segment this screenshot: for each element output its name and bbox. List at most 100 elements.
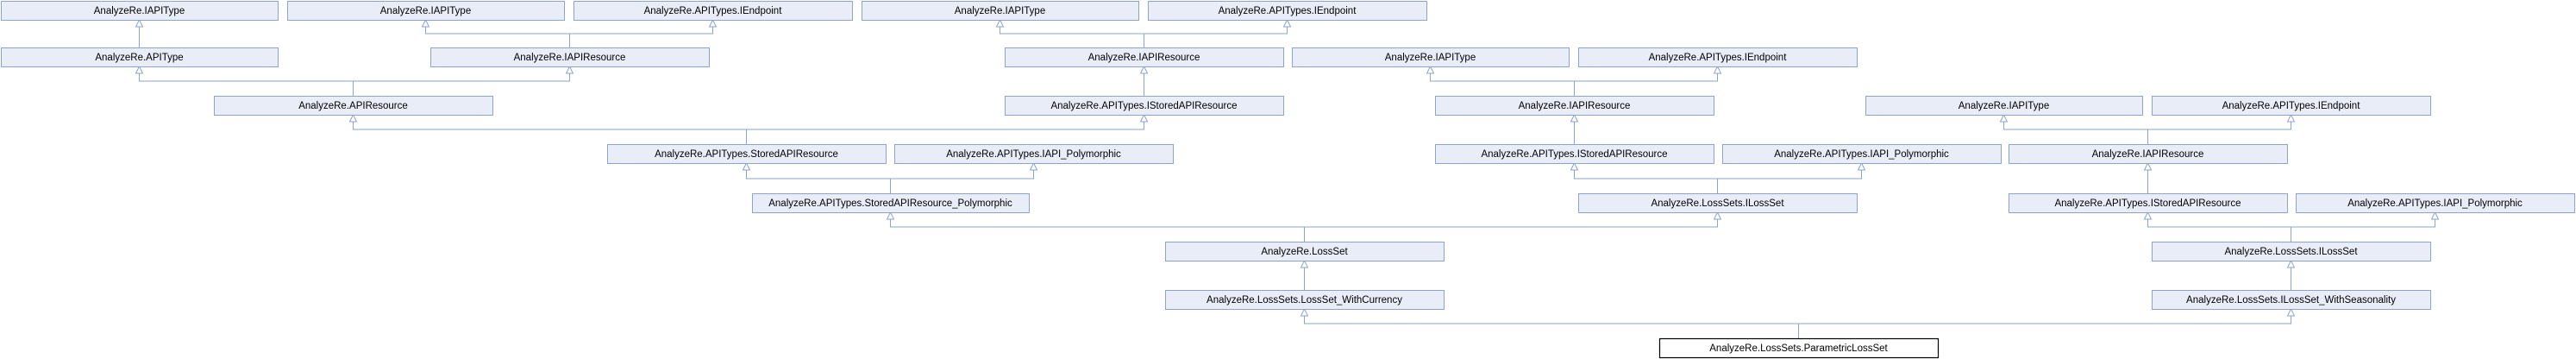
inheritance-arrowhead	[2143, 211, 2153, 220]
class-node[interactable]: AnalyzeRe.APITypes.IEndpoint	[2152, 96, 2431, 116]
class-node-label: AnalyzeRe.IAPIResource	[2092, 149, 2204, 160]
class-node[interactable]: AnalyzeRe.IAPIResource	[1435, 96, 1714, 116]
inheritance-edge	[2147, 219, 2291, 242]
class-node-box	[287, 1, 565, 21]
class-node[interactable]: AnalyzeRe.LossSets.ILossSet	[2152, 242, 2431, 261]
inheritance-edge	[1717, 170, 1862, 193]
inheritance-edge	[1144, 27, 1288, 47]
inheritance-arrowhead	[565, 65, 574, 74]
class-node-label: AnalyzeRe.LossSet	[1261, 247, 1348, 257]
class-node[interactable]: AnalyzeRe.LossSets.LossSet_WithCurrency	[1165, 290, 1445, 310]
class-node-label: AnalyzeRe.LossSets.ILossSet	[1651, 198, 1784, 209]
class-node-label: AnalyzeRe.IAPIType	[94, 6, 185, 16]
class-node[interactable]: AnalyzeRe.IAPIType	[1, 1, 279, 21]
class-node[interactable]: AnalyzeRe.APITypes.IEndpoint	[1578, 47, 1858, 67]
class-node[interactable]: AnalyzeRe.APITypes.IStoredAPIResource	[1005, 96, 1284, 116]
class-node-label: AnalyzeRe.IAPIType	[1385, 53, 1476, 63]
class-node[interactable]: AnalyzeRe.LossSets.ILossSet	[1578, 193, 1858, 213]
inheritance-arrowhead	[1713, 211, 1722, 220]
class-node-label: AnalyzeRe.APITypes.StoredAPIResource	[655, 149, 838, 160]
inheritance-edge	[1574, 73, 1718, 96]
inheritance-arrowhead	[1999, 113, 2009, 123]
inheritance-arrowhead	[2430, 211, 2440, 220]
class-node[interactable]: AnalyzeRe.APITypes.IEndpoint	[1148, 1, 1427, 21]
inheritance-edge	[353, 122, 747, 144]
inheritance-arrowhead	[1300, 259, 1309, 268]
inheritance-edge	[425, 27, 570, 47]
class-node-box	[1435, 144, 1714, 164]
class-node-box	[1435, 96, 1714, 116]
inheritance-edge	[746, 122, 1144, 144]
class-node[interactable]: AnalyzeRe.APITypes.StoredAPIResource	[607, 144, 887, 164]
class-node-box	[2152, 242, 2431, 261]
inheritance-edge	[1574, 170, 1718, 193]
class-node-box	[894, 144, 1174, 164]
class-node-box	[1578, 47, 1858, 67]
inheritance-arrowhead	[708, 18, 718, 28]
class-node-box	[1578, 193, 1858, 213]
inheritance-edge	[139, 73, 354, 96]
class-node-label: AnalyzeRe.APITypes.IEndpoint	[1219, 6, 1357, 16]
class-node[interactable]: AnalyzeRe.LossSet	[1165, 242, 1445, 261]
edges-layer	[135, 18, 2440, 338]
inheritance-arrowhead	[135, 18, 144, 28]
class-node-label: AnalyzeRe.IAPIType	[1959, 101, 2049, 111]
class-node[interactable]: AnalyzeRe.IAPIResource	[1005, 47, 1284, 67]
class-node-box	[1292, 47, 1570, 67]
class-node[interactable]: AnalyzeRe.APIResource	[214, 96, 493, 116]
class-node-box	[2152, 96, 2431, 116]
class-node[interactable]: AnalyzeRe.APITypes.IEndpoint	[573, 1, 853, 21]
class-node[interactable]: AnalyzeRe.APITypes.IAPI_Polymorphic	[1722, 144, 2002, 164]
inheritance-edge	[1304, 316, 1799, 338]
class-node-label: AnalyzeRe.APITypes.IStoredAPIResource	[1050, 101, 1237, 111]
class-node-box	[862, 1, 1139, 21]
class-node-box	[1658, 337, 1940, 359]
inheritance-arrowhead	[1300, 307, 1309, 317]
inheritance-edge	[2291, 219, 2435, 242]
class-node-label: AnalyzeRe.IAPIResource	[514, 53, 626, 63]
inheritance-arrowhead	[348, 113, 358, 123]
inheritance-edge	[1000, 27, 1144, 47]
inheritance-edge	[353, 73, 570, 96]
class-node[interactable]: AnalyzeRe.APIType	[1, 47, 279, 67]
inheritance-arrowhead	[995, 18, 1005, 28]
class-node-label: AnalyzeRe.IAPIResource	[1519, 101, 1631, 111]
class-node[interactable]: AnalyzeRe.APITypes.IStoredAPIResource	[1435, 144, 1714, 164]
inheritance-arrowhead	[1857, 161, 1866, 171]
class-node[interactable]: AnalyzeRe.APITypes.IAPI_Polymorphic	[894, 144, 1174, 164]
class-node-label: AnalyzeRe.LossSets.ILossSet_WithSeasonal…	[2186, 295, 2396, 305]
inheritance-arrowhead	[1029, 161, 1038, 171]
class-node-label: AnalyzeRe.APITypes.IAPI_Polymorphic	[946, 149, 1121, 160]
inheritance-arrowhead	[1139, 113, 1149, 123]
inheritance-edge	[890, 219, 1305, 242]
class-node[interactable]: AnalyzeRe.IAPIResource	[430, 47, 710, 67]
class-node-box	[2152, 290, 2431, 310]
class-node[interactable]: AnalyzeRe.IAPIType	[1292, 47, 1570, 67]
class-node[interactable]: AnalyzeRe.IAPIType	[287, 1, 565, 21]
class-node-box	[1, 47, 279, 67]
class-node-box	[214, 96, 493, 116]
class-node-box	[1165, 290, 1445, 310]
inheritance-arrowhead	[886, 211, 895, 220]
class-node[interactable]: AnalyzeRe.APITypes.IAPI_Polymorphic	[2296, 193, 2575, 213]
class-node-box	[1865, 96, 2143, 116]
inheritance-arrowhead	[1426, 65, 1435, 74]
inheritance-arrowhead	[1570, 161, 1579, 171]
class-node-box	[2009, 144, 2288, 164]
class-node[interactable]: AnalyzeRe.IAPIType	[1865, 96, 2143, 116]
inheritance-arrowhead	[2143, 161, 2153, 171]
inheritance-arrowhead	[2286, 259, 2296, 268]
class-node-box	[607, 144, 887, 164]
class-node[interactable]: AnalyzeRe.APITypes.StoredAPIResource_Pol…	[752, 193, 1030, 213]
class-node[interactable]: AnalyzeRe.IAPIResource	[2009, 144, 2288, 164]
class-node-box	[2296, 193, 2575, 213]
class-node-label: AnalyzeRe.APITypes.IAPI_Polymorphic	[2347, 198, 2523, 209]
class-node-box	[1005, 96, 1284, 116]
class-node[interactable]: AnalyzeRe.IAPIType	[862, 1, 1139, 21]
class-node[interactable]: AnalyzeRe.LossSets.ILossSet_WithSeasonal…	[2152, 290, 2431, 310]
class-node-label: AnalyzeRe.APITypes.IEndpoint	[1649, 53, 1788, 63]
inheritance-arrowhead	[1570, 113, 1579, 123]
class-node[interactable]: AnalyzeRe.APITypes.IStoredAPIResource	[2009, 193, 2288, 213]
class-node-box	[430, 47, 710, 67]
class-node-box	[1005, 47, 1284, 67]
